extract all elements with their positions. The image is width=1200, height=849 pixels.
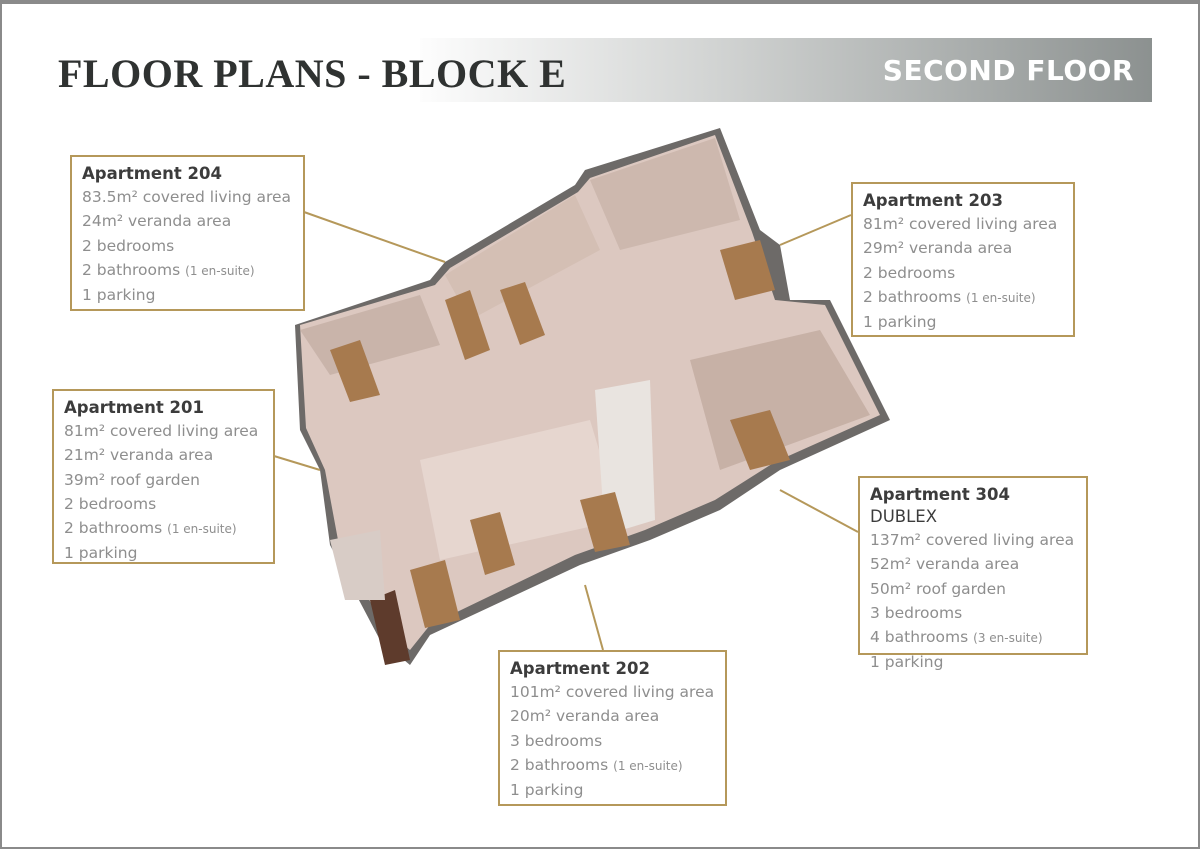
- spec-line: 2 bedrooms: [863, 263, 956, 282]
- header-gradient-bar: [420, 38, 1152, 102]
- spec-line: 2 bathrooms (1 en-suite): [64, 516, 263, 541]
- apartment-name: Apartment 203: [863, 191, 1003, 210]
- spec-line: 29m² veranda area: [863, 239, 1013, 258]
- spec-line: 1 parking: [82, 286, 156, 305]
- bathrooms: 2 bathrooms: [863, 287, 962, 306]
- bathrooms: 2 bathrooms: [82, 260, 181, 279]
- spec-line: 81m² covered living area: [863, 215, 1058, 233]
- spec-line: 1 parking: [510, 781, 584, 800]
- spec-line: 39m² roof garden: [64, 470, 200, 489]
- bathrooms: 4 bathrooms: [870, 628, 969, 647]
- spec-line: 83.5m² covered living area: [82, 188, 292, 206]
- spec-line: 101m² covered living area: [510, 683, 715, 701]
- bathrooms-note: (3 en-suite): [973, 631, 1043, 646]
- spec-line: 21m² veranda area: [64, 446, 214, 465]
- spec-line: 2 bathrooms (1 en-suite): [863, 285, 1063, 310]
- bathrooms-note: (1 en-suite): [966, 290, 1036, 305]
- apartment-202-card: Apartment 202 101m² covered living area …: [498, 650, 727, 806]
- spec-line: 2 bedrooms: [64, 494, 157, 513]
- bathrooms-note: (1 en-suite): [613, 758, 683, 773]
- spec-line: 20m² veranda area: [510, 707, 660, 726]
- apartment-name: Apartment 204: [82, 164, 222, 183]
- apartment-203-card: Apartment 203 81m² covered living area 2…: [851, 182, 1075, 337]
- apartment-name: Apartment 202: [510, 659, 650, 678]
- bathrooms: 2 bathrooms: [510, 755, 609, 774]
- spec-line: 2 bedrooms: [82, 236, 175, 255]
- spec-line: 52m² veranda area: [870, 555, 1020, 574]
- floor-label: SECOND FLOOR: [882, 54, 1134, 87]
- spec-line: 4 bathrooms (3 en-suite): [870, 625, 1076, 650]
- spec-line: 50m² roof garden: [870, 579, 1006, 598]
- bathrooms-note: (1 en-suite): [167, 522, 237, 537]
- spec-line: 3 bedrooms: [870, 603, 963, 622]
- spec-line: 1 parking: [863, 313, 937, 332]
- apartment-name: Apartment 201: [64, 398, 204, 417]
- apartment-name: Apartment 304: [870, 485, 1010, 504]
- apartment-304-card: Apartment 304 DUBLEX 137m² covered livin…: [858, 476, 1088, 671]
- spec-line: 3 bedrooms: [510, 731, 603, 750]
- spec-line: 2 bathrooms (1 en-suite): [510, 753, 715, 778]
- spec-line: 24m² veranda area: [82, 212, 232, 231]
- apartment-type: DUBLEX: [870, 507, 938, 526]
- spec-line: 81m² covered living area: [64, 422, 259, 440]
- spec-line: 1 parking: [64, 544, 138, 563]
- bathrooms-note: (1 en-suite): [185, 263, 255, 278]
- apartment-201-card: Apartment 201 81m² covered living area 2…: [52, 389, 275, 564]
- spec-line: 137m² covered living area: [870, 531, 1075, 549]
- spec-line: 2 bathrooms (1 en-suite): [82, 258, 293, 283]
- leader-lines: [273, 211, 859, 651]
- apartment-204-card: Apartment 204 83.5m² covered living area…: [70, 155, 305, 311]
- page-title: FLOOR PLANS - BLOCK E: [58, 51, 567, 96]
- spec-line: 1 parking: [870, 653, 944, 672]
- building-shape: [295, 128, 890, 665]
- bathrooms: 2 bathrooms: [64, 519, 163, 538]
